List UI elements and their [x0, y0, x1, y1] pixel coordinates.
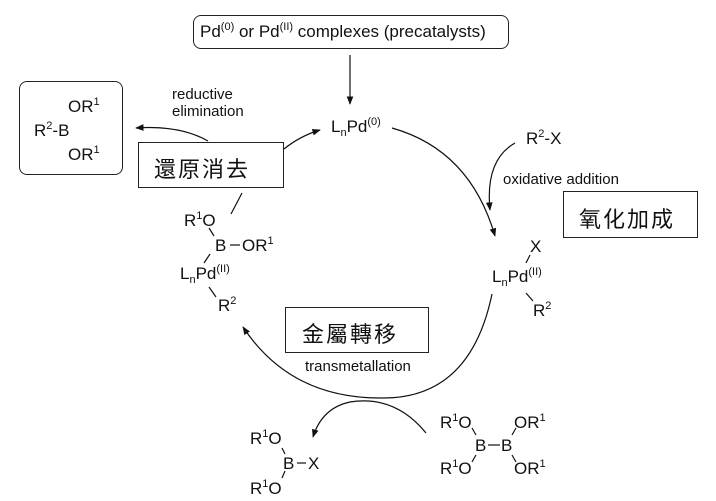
diboron-b-left: B: [475, 436, 487, 455]
pd2-ox-center: LnPd(II): [492, 266, 542, 289]
reductive-elimination-zh: 還原消去: [154, 158, 251, 183]
transmetallation-zh: 金屬轉移: [302, 323, 399, 348]
reagent-arrow: [485, 142, 516, 211]
diboron-arrow: [312, 400, 427, 438]
diboron-or1-top: OR1: [514, 412, 546, 432]
product-box: [19, 81, 123, 175]
precatalyst-box: [193, 15, 509, 49]
byproduct-r1o-bottom: R1O: [250, 478, 282, 498]
transmetallation-box: [285, 307, 429, 353]
product-r2b: R2-B: [34, 120, 70, 140]
pd2-ox-x: X: [530, 237, 542, 256]
pd2-boryl-or1: OR1: [242, 235, 274, 255]
byproduct-x: X: [308, 454, 320, 473]
reductive-elimination-label: reductive elimination: [172, 86, 244, 121]
reductive-elimination-box: [138, 142, 284, 188]
oxidative-addition-zh: 氧化加成: [579, 208, 676, 233]
cycle-arc-transmetallation: [242, 293, 493, 399]
byproduct-b: B: [283, 454, 295, 473]
diboron-b-right: B: [501, 436, 513, 455]
diboron-or1-bottom: OR1: [514, 458, 546, 478]
pd2-boryl-r1o: R1O: [184, 210, 216, 230]
precatalyst-label: Pd(0) or Pd(II) complexes (precatalysts): [200, 21, 486, 41]
oxidative-addition-label: oxidative addition: [503, 171, 619, 188]
pd2-boryl-center: LnPd(II): [180, 263, 230, 286]
reagent-r2x: R2-X: [526, 128, 562, 148]
transmetallation-label: transmetallation: [305, 358, 411, 375]
cycle-arc-oxidative: [391, 127, 497, 237]
cycle-line-left: [230, 192, 243, 215]
pd2-boryl-r2: R2: [218, 295, 237, 315]
product-or-top: OR1: [68, 96, 100, 116]
pd0-complex: LnPd(0): [331, 116, 381, 139]
cycle-arc-reductive: [283, 128, 321, 150]
diboron-r1o-top: R1O: [440, 412, 472, 432]
pd2-ox-r2: R2: [533, 300, 552, 320]
product-or-bottom: OR1: [68, 144, 100, 164]
diboron-r1o-bottom: R1O: [440, 458, 472, 478]
oxidative-addition-box: [563, 191, 698, 238]
product-arrow: [135, 124, 209, 142]
pd2-boryl-b: B: [215, 236, 227, 255]
byproduct-r1o-top: R1O: [250, 428, 282, 448]
